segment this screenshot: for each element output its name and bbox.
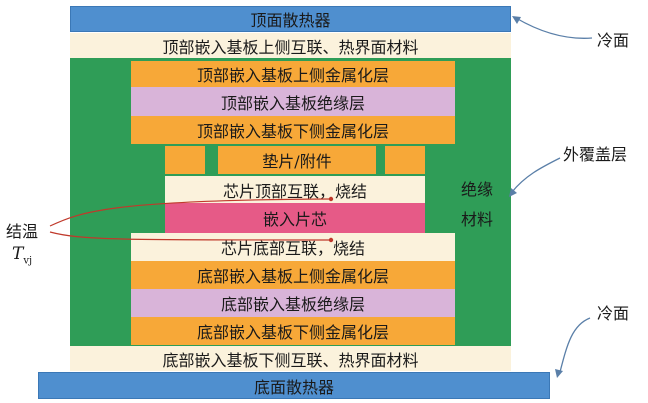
bottom-upper-metallization: 底部嵌入基板上侧金属化层 (131, 261, 455, 289)
insulating-material-label-line1: 绝缘 (461, 180, 494, 199)
cold-side-bottom-label: 冷面 (597, 304, 630, 323)
tvj-symbol: Tvj (12, 244, 32, 266)
junction-line-lower-end-dot (328, 237, 334, 243)
tvj-subscript: vj (23, 255, 33, 267)
pad-left (165, 146, 205, 174)
tvj-symbol-letter: T (12, 244, 24, 264)
junction-line-lower (49, 231, 331, 241)
cold-side-bottom-arrow (559, 317, 591, 373)
bottom-insulation-layer: 底部嵌入基板绝缘层 (131, 289, 455, 317)
outer-cover-label: 外覆盖层 (563, 145, 628, 164)
chip-bottom-interconnect: 芯片底部互联，烧结 (131, 233, 455, 261)
top-upper-metallization: 顶部嵌入基板上侧金属化层 (131, 61, 455, 87)
pad-right (385, 146, 425, 174)
cold-side-top-arrow (515, 17, 593, 39)
cold-side-top-arrowhead (512, 16, 521, 24)
cold-side-bottom-arrowhead (555, 369, 563, 378)
outer-cover-arrow (511, 157, 561, 193)
junction-line-upper-end-dot (328, 196, 334, 202)
top-interface-layer: 顶部嵌入基板上侧互联、热界面材料 (70, 33, 511, 58)
junction-line-upper (49, 198, 331, 227)
insulating-material-label-line2: 材料 (461, 210, 494, 229)
bottom-lower-metallization: 底部嵌入基板下侧金属化层 (131, 317, 455, 345)
top-lower-metallization: 顶部嵌入基板下侧金属化层 (131, 116, 455, 144)
pad-center: 垫片/附件 (218, 146, 376, 174)
cold-side-top-label: 冷面 (597, 31, 630, 50)
top-insulation-layer: 顶部嵌入基板绝缘层 (131, 87, 455, 116)
outer-cover-arrowhead (509, 188, 517, 197)
embedded-chip: 嵌入片芯 (165, 203, 425, 233)
bottom-heatsink: 底面散热器 (38, 372, 550, 399)
chip-top-interconnect: 芯片顶部互联，烧结 (165, 176, 425, 203)
top-heatsink: 顶面散热器 (70, 6, 511, 32)
bottom-interface-layer: 底部嵌入基板下侧互联、热界面材料 (70, 346, 511, 371)
junction-temperature-label: 结温 (6, 222, 39, 241)
